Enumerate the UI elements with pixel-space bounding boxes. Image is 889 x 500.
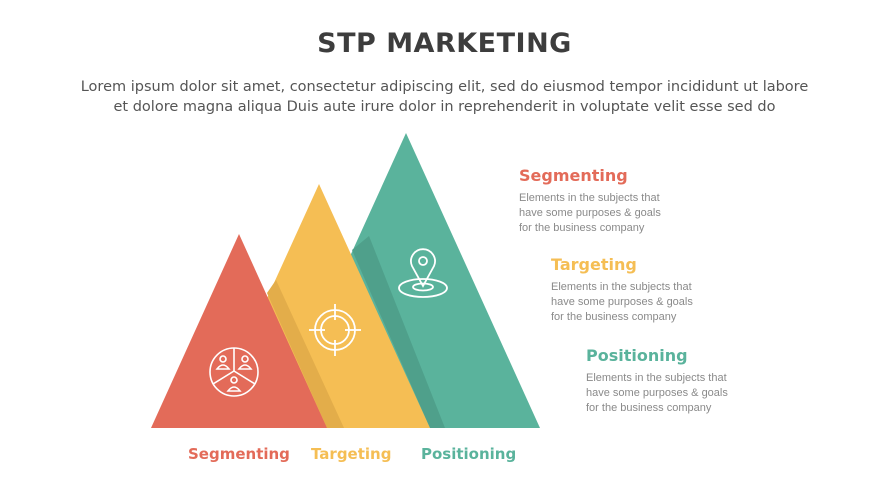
description-title: Segmenting: [519, 166, 628, 185]
bottom-label-segmenting: Segmenting: [188, 445, 290, 463]
description-targeting: Targeting Elements in the subjects that …: [551, 255, 751, 325]
description-line: for the business company: [519, 222, 645, 234]
segmenting-shadow: [267, 280, 344, 428]
subtitle-line: et dolore magna aliqua Duis aute irure d…: [113, 99, 776, 115]
description-text: Elements in the subjects that have some …: [519, 191, 719, 236]
segmenting-triangle: [151, 234, 327, 428]
description-line: Elements in the subjects that: [551, 281, 692, 293]
description-line: for the business company: [586, 402, 712, 414]
description-title: Targeting: [551, 255, 637, 274]
page-title: STP MARKETING: [317, 28, 572, 59]
description-line: for the business company: [551, 311, 677, 323]
description-line: have some purposes & goals: [551, 296, 693, 308]
subtitle-line: Lorem ipsum dolor sit amet, consectetur …: [80, 79, 809, 95]
page-subtitle: Lorem ipsum dolor sit amet, consectetur …: [0, 77, 889, 117]
location-pin-icon: [398, 248, 448, 298]
description-line: Elements in the subjects that: [519, 192, 660, 204]
description-title: Positioning: [586, 346, 688, 365]
description-line: Elements in the subjects that: [586, 372, 727, 384]
description-positioning: Positioning Elements in the subjects tha…: [586, 346, 786, 416]
description-text: Elements in the subjects that have some …: [586, 371, 786, 416]
description-line: have some purposes & goals: [586, 387, 728, 399]
targeting-shadow: [352, 236, 445, 428]
bottom-label-targeting: Targeting: [311, 445, 392, 463]
people-segments-icon: [209, 347, 259, 397]
crosshair-target-icon: [309, 304, 361, 356]
bottom-label-positioning: Positioning: [421, 445, 517, 463]
description-segmenting: Segmenting Elements in the subjects that…: [519, 166, 719, 236]
description-text: Elements in the subjects that have some …: [551, 280, 751, 325]
description-line: have some purposes & goals: [519, 207, 661, 219]
